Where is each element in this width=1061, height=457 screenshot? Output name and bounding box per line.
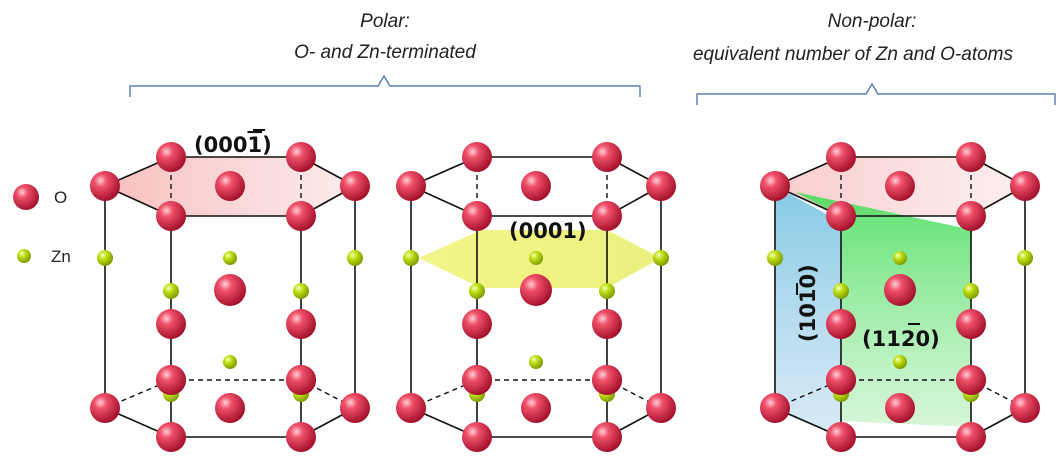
- oxygen-atom: [520, 274, 552, 306]
- zinc-atom: [469, 283, 485, 299]
- oxygen-atom: [462, 201, 492, 231]
- oxygen-atom: [90, 171, 120, 201]
- oxygen-atom: [826, 365, 856, 395]
- zinc-atom: [97, 250, 113, 266]
- legend-oxygen-label: O: [54, 188, 67, 207]
- plane-10-10-shading: [775, 186, 841, 437]
- oxygen-atom: [462, 309, 492, 339]
- oxygen-atom: [646, 171, 676, 201]
- planes-layer: [105, 157, 1025, 437]
- oxygen-atom: [214, 274, 246, 306]
- oxygen-atom: [760, 393, 790, 423]
- zinc-atom: [893, 251, 907, 265]
- plane-label-11-20: (1120): [862, 327, 940, 351]
- zinc-atom: [529, 251, 543, 265]
- plane-label-0001: (0001): [509, 219, 587, 243]
- unit-cell-0001-bar: [90, 142, 370, 452]
- unit-cell-0001: [396, 142, 676, 452]
- oxygen-atom: [956, 309, 986, 339]
- oxygen-atom: [826, 201, 856, 231]
- oxygen-atom: [956, 365, 986, 395]
- oxygen-atom: [286, 142, 316, 172]
- oxygen-atom: [215, 393, 245, 423]
- unit-cell-nonpolar: [760, 142, 1040, 452]
- oxygen-atom: [760, 171, 790, 201]
- oxygen-atom: [956, 201, 986, 231]
- plane-11-20-shading: [795, 192, 973, 427]
- plane-label-0001-bar: (0001): [194, 133, 272, 157]
- zinc-atom: [653, 250, 669, 266]
- polar-header-line1: Polar:: [360, 11, 410, 32]
- zinc-atom: [223, 251, 237, 265]
- zinc-atom: [403, 250, 419, 266]
- legend-zinc-label: Zn: [51, 247, 71, 266]
- zinc-atom: [163, 283, 179, 299]
- oxygen-atom: [1010, 393, 1040, 423]
- plane-label-10-10: (1010): [796, 264, 820, 342]
- oxygen-atom: [885, 171, 915, 201]
- zinc-atom: [893, 355, 907, 369]
- oxygen-atom: [340, 393, 370, 423]
- nonpolar-brace: [696, 82, 1056, 105]
- zinc-atom: [963, 283, 979, 299]
- zinc-atom: [293, 283, 309, 299]
- oxygen-atom: [592, 422, 622, 452]
- oxygen-atom: [156, 201, 186, 231]
- oxygen-atom: [462, 422, 492, 452]
- oxygen-atom: [215, 171, 245, 201]
- oxygen-atom: [462, 142, 492, 172]
- oxygen-atom: [646, 393, 676, 423]
- oxygen-atom: [286, 201, 316, 231]
- oxygen-atom: [286, 309, 316, 339]
- oxygen-atom: [885, 393, 915, 423]
- zinc-atom: [347, 250, 363, 266]
- oxygen-atom: [462, 365, 492, 395]
- oxygen-atom: [521, 393, 551, 423]
- oxygen-atom: [156, 142, 186, 172]
- zinc-atom: [529, 355, 543, 369]
- oxygen-atom: [826, 422, 856, 452]
- oxygen-atom: [592, 142, 622, 172]
- polar-brace: [129, 74, 641, 97]
- oxygen-atom: [826, 309, 856, 339]
- legend-zinc-atom-icon: [17, 249, 31, 263]
- oxygen-atom: [340, 171, 370, 201]
- nonpolar-header-line1: Non-polar:: [828, 11, 917, 32]
- oxygen-atom: [956, 422, 986, 452]
- oxygen-atom: [592, 201, 622, 231]
- oxygen-atom: [156, 422, 186, 452]
- oxygen-atom: [956, 142, 986, 172]
- zinc-atom: [1017, 250, 1033, 266]
- polar-header-line2: O- and Zn-terminated: [294, 42, 477, 63]
- oxygen-atom: [286, 422, 316, 452]
- oxygen-atom: [884, 274, 916, 306]
- oxygen-atom: [156, 365, 186, 395]
- oxygen-atom: [521, 171, 551, 201]
- oxygen-atom: [826, 142, 856, 172]
- oxygen-atom: [396, 171, 426, 201]
- oxygen-atom: [90, 393, 120, 423]
- zinc-atom: [833, 283, 849, 299]
- legend-oxygen-atom-icon: [13, 184, 39, 210]
- oxygen-atom: [156, 309, 186, 339]
- zinc-atom: [223, 355, 237, 369]
- oxygen-atom: [592, 365, 622, 395]
- zinc-atom: [599, 283, 615, 299]
- oxygen-atom: [396, 393, 426, 423]
- oxygen-atom: [1010, 171, 1040, 201]
- nonpolar-header-line2: equivalent number of Zn and O-atoms: [693, 44, 1014, 65]
- zinc-atom: [767, 250, 783, 266]
- oxygen-atom: [286, 365, 316, 395]
- oxygen-atom: [592, 309, 622, 339]
